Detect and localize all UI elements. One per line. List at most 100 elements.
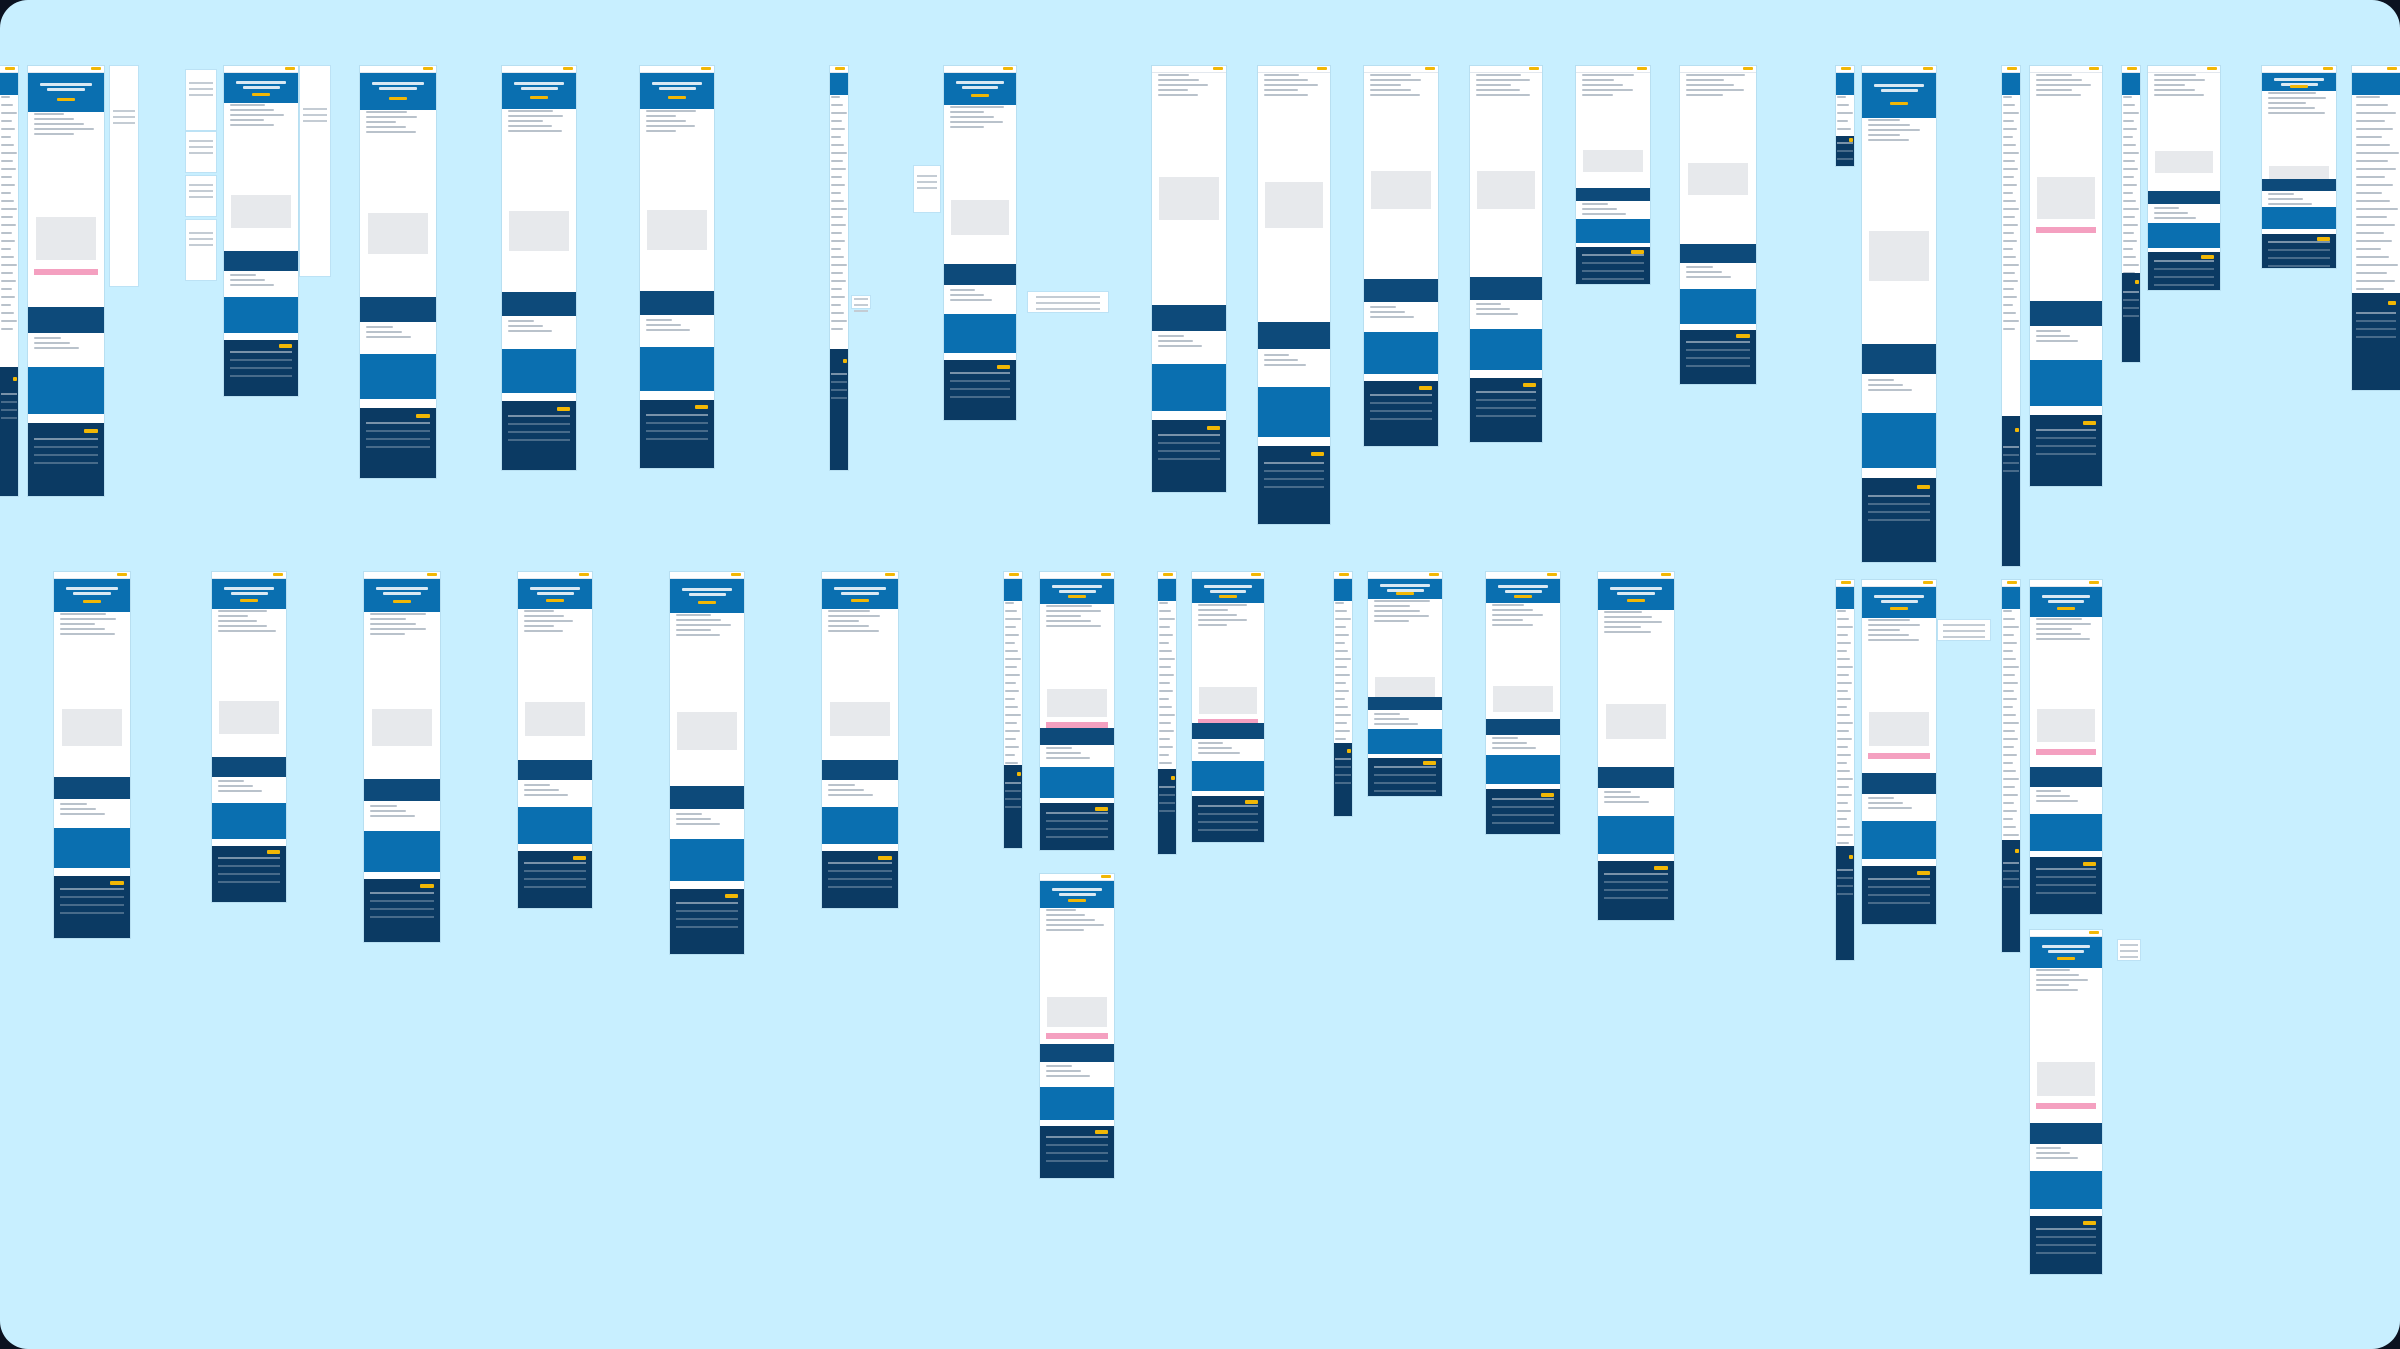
text-line — [2123, 208, 2140, 210]
text-line — [1837, 706, 1848, 708]
mobile-artboard[interactable] — [0, 66, 18, 496]
text-line — [2003, 770, 2017, 772]
page-artboard[interactable] — [640, 66, 714, 468]
feature-row — [646, 142, 708, 166]
hero-headline — [1058, 590, 1096, 593]
page-artboard[interactable] — [1486, 572, 1560, 834]
feature-row — [1476, 106, 1537, 129]
page-artboard[interactable] — [1470, 66, 1542, 442]
artboard-footer — [670, 889, 744, 954]
annotation-note[interactable] — [186, 220, 216, 280]
text-line — [828, 784, 855, 786]
page-artboard[interactable] — [2030, 930, 2102, 1274]
page-artboard[interactable] — [670, 572, 744, 954]
image-placeholder — [509, 211, 569, 251]
text-line — [828, 615, 880, 617]
text-line — [229, 279, 265, 281]
page-artboard[interactable] — [2030, 66, 2102, 486]
page-artboard[interactable] — [2148, 66, 2220, 290]
text-line — [1157, 335, 1184, 337]
artboard-footer — [1836, 136, 1854, 166]
text-line — [2267, 102, 2306, 104]
text-line — [1837, 714, 1851, 716]
page-artboard[interactable] — [1862, 66, 1936, 562]
text-line — [1005, 634, 1020, 636]
page-artboard[interactable] — [1576, 66, 1650, 284]
resource-cards — [2152, 231, 2215, 247]
text-line — [831, 280, 847, 282]
text-line — [229, 124, 274, 126]
page-artboard[interactable] — [1192, 572, 1264, 842]
mobile-artboard[interactable] — [1004, 572, 1022, 848]
page-artboard[interactable] — [1598, 572, 1674, 920]
annotation-note[interactable] — [1028, 292, 1108, 312]
resource-cards — [33, 375, 100, 405]
artboard-top-nav — [944, 66, 1016, 73]
artboard-top-nav — [1470, 66, 1542, 73]
page-artboard[interactable] — [502, 66, 576, 470]
annotation-note[interactable] — [300, 66, 330, 276]
page-artboard[interactable] — [54, 572, 130, 938]
mobile-artboard[interactable] — [1836, 580, 1854, 960]
mobile-artboard[interactable] — [2122, 66, 2140, 362]
page-artboard[interactable] — [28, 66, 104, 496]
annotation-note[interactable] — [186, 132, 216, 172]
mobile-artboard[interactable] — [830, 66, 848, 470]
annotation-note[interactable] — [2118, 940, 2140, 960]
annotation-note[interactable] — [186, 176, 216, 216]
artboard-top-nav — [502, 66, 576, 73]
dark-band — [54, 777, 130, 799]
page-artboard[interactable] — [518, 572, 592, 908]
annotation-note[interactable] — [186, 70, 216, 130]
page-artboard[interactable] — [1040, 874, 1114, 1178]
page-artboard[interactable] — [1258, 66, 1330, 524]
text-line — [645, 120, 686, 122]
artboard-top-nav — [1158, 572, 1176, 579]
page-artboard[interactable] — [1368, 572, 1442, 796]
text-line — [2003, 762, 2013, 764]
text-line — [1475, 79, 1531, 81]
text-line — [1005, 658, 1022, 660]
text-line — [831, 296, 845, 298]
hero-headline — [681, 588, 733, 591]
text-line — [831, 216, 844, 218]
mobile-artboard[interactable] — [1836, 66, 1854, 166]
hero-headline — [2280, 83, 2318, 86]
text-line — [675, 614, 712, 616]
page-artboard[interactable] — [944, 66, 1016, 420]
page-artboard[interactable] — [1040, 572, 1114, 850]
page-artboard[interactable] — [1364, 66, 1438, 446]
text-line — [1491, 737, 1518, 739]
annotation-note[interactable] — [914, 166, 940, 212]
text-line — [2003, 264, 2020, 266]
page-artboard[interactable] — [1862, 580, 1936, 924]
page-artboard[interactable] — [364, 572, 440, 942]
annotation-note[interactable] — [1938, 620, 1990, 640]
dark-band — [360, 297, 436, 322]
page-artboard[interactable] — [822, 572, 898, 908]
page-artboard[interactable] — [2030, 580, 2102, 914]
text-line — [1581, 74, 1634, 76]
text-line — [1686, 276, 1731, 278]
text-line — [2003, 224, 2019, 226]
mobile-artboard[interactable] — [2002, 66, 2020, 566]
page-artboard[interactable] — [212, 572, 286, 902]
mobile-artboard[interactable] — [1334, 572, 1352, 816]
mobile-artboard[interactable] — [2002, 580, 2020, 952]
text-line — [2035, 974, 2079, 976]
mobile-artboard[interactable] — [1158, 572, 1176, 854]
mobile-artboard[interactable] — [2352, 66, 2400, 390]
artboard-footer — [822, 851, 898, 908]
page-artboard[interactable] — [224, 66, 298, 396]
annotation-note[interactable] — [110, 66, 138, 286]
annotation-note[interactable] — [852, 296, 870, 308]
page-artboard[interactable] — [1152, 66, 1226, 492]
page-artboard[interactable] — [360, 66, 436, 478]
text-line — [1045, 909, 1076, 911]
page-artboard[interactable] — [1680, 66, 1756, 384]
resources-band — [1598, 816, 1674, 854]
page-artboard[interactable] — [2262, 66, 2336, 268]
text-line — [1373, 615, 1430, 617]
artboard-top-nav — [1576, 66, 1650, 73]
